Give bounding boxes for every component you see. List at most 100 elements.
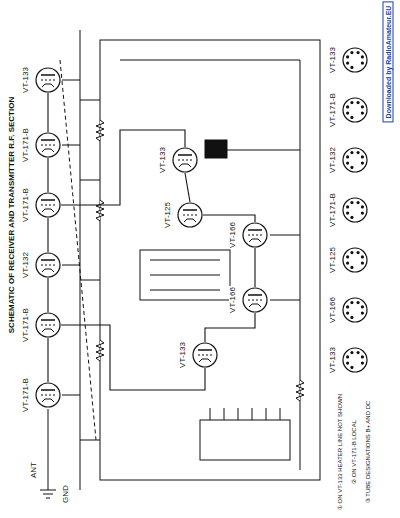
tube-label: VT-171-B (329, 192, 337, 228)
tube-label: VT-133 (22, 66, 30, 94)
wire-connector (47, 218, 48, 252)
wire-connector (254, 248, 255, 287)
terminal-lead (266, 408, 267, 420)
tube-outline (35, 67, 61, 93)
resistor-symbol (96, 200, 104, 221)
tube-outline (177, 202, 203, 228)
chassis-frame (100, 40, 320, 480)
tube-symbol: VT-133 (192, 342, 218, 368)
wire (270, 300, 300, 301)
tube-label: VT-171-B (22, 187, 30, 223)
tube-label: VT-133 (179, 341, 187, 369)
wire-connector (61, 325, 205, 390)
antenna-lead (48, 440, 49, 490)
tube-symbol: VT-166 (242, 222, 268, 248)
terminal-label: ANT (30, 461, 38, 479)
terminal-label: GND (62, 484, 70, 504)
wire (270, 235, 300, 236)
tube-label: VT-171-B (329, 92, 337, 128)
tube-socket: VT-125 (342, 247, 368, 273)
wire-connector (61, 130, 185, 205)
tube-socket: VT-171-B (342, 197, 368, 223)
shielded-block (205, 140, 227, 158)
terminal-lead (252, 408, 253, 420)
tube-outline (242, 222, 268, 248)
switch-section (140, 250, 230, 300)
terminal-lead (238, 408, 239, 420)
tube-symbol: VT-171-B (35, 192, 61, 218)
wire (62, 265, 80, 266)
wire-connector (47, 278, 48, 312)
tube-label: VT-171-B (22, 307, 30, 343)
terminal-strip (200, 420, 290, 460)
tube-label: VT-133 (329, 46, 337, 74)
terminal-lead (210, 408, 211, 420)
tube-symbol: VT-132 (35, 252, 61, 278)
tube-outline (342, 197, 368, 223)
wire (80, 180, 100, 181)
wire (120, 60, 300, 61)
tube-socket: VT-171-B (342, 97, 368, 123)
tube-symbol: VT-133 (172, 147, 198, 173)
watermark: Downloaded by RadioAmateur.EU (383, 2, 394, 123)
tube-label: VT-132 (22, 251, 30, 279)
tube-label: VT-171-B (22, 377, 30, 413)
tube-outline (35, 252, 61, 278)
resistor-symbol (96, 340, 104, 361)
tube-label: VT-166 (229, 286, 237, 314)
tube-outline (342, 247, 368, 273)
wire-connector (205, 313, 255, 342)
wire (62, 80, 80, 81)
tube-label: VT-133 (329, 346, 337, 374)
wire-connector (47, 158, 48, 192)
terminal-leads (210, 408, 280, 420)
switch-contact (150, 290, 220, 291)
resistor-symbol (296, 380, 304, 401)
wire (227, 150, 300, 151)
resistor-symbol (96, 120, 104, 141)
tube-outline (342, 347, 368, 373)
tube-label: VT-132 (329, 146, 337, 174)
wire (80, 280, 100, 281)
tube-outline (172, 147, 198, 173)
tube-outline (35, 132, 61, 158)
tube-label: VT-133 (159, 146, 167, 174)
tube-symbol: VT-166 (242, 287, 268, 313)
wire (80, 100, 100, 101)
tube-outline (342, 97, 368, 123)
wire (62, 395, 80, 396)
gang-tuning-line (60, 60, 96, 440)
wire (48, 409, 49, 440)
ground-symbol (40, 490, 56, 491)
wire (80, 440, 100, 441)
wire-connector (47, 338, 48, 382)
switch-contact (150, 275, 220, 276)
bus-wire (80, 30, 81, 490)
tube-label: VT-166 (329, 296, 337, 324)
terminal-lead (224, 408, 225, 420)
resistor-symbols (96, 120, 304, 401)
tube-label: VT-125 (164, 201, 172, 229)
tube-socket: VT-133 (342, 47, 368, 73)
tube-label: VT-171-B (22, 127, 30, 163)
tube-symbol: VT-125 (177, 202, 203, 228)
tube-symbol: VT-171-B (35, 382, 61, 408)
note: ② ON VT-171-B LOCAL (351, 419, 357, 485)
tube-outline (342, 297, 368, 323)
ground-symbol (43, 494, 53, 495)
wire (62, 145, 80, 146)
tube-outline (192, 342, 218, 368)
tube-outline (35, 382, 61, 408)
terminal-lead (280, 408, 281, 420)
tube-label: VT-125 (329, 246, 337, 274)
tube-outline (242, 287, 268, 313)
tube-label: VT-166 (229, 221, 237, 249)
bus-wire (300, 60, 301, 470)
tube-symbol: VT-171-B (35, 132, 61, 158)
tube-socket: VT-132 (342, 147, 368, 173)
wire-connector (185, 173, 190, 202)
note: ③ TUBE DESIGNATIONS B+ AND DC (365, 400, 371, 505)
ground-symbol (46, 498, 50, 499)
switch-contact (150, 260, 220, 261)
tube-socket: VT-133 (342, 347, 368, 373)
